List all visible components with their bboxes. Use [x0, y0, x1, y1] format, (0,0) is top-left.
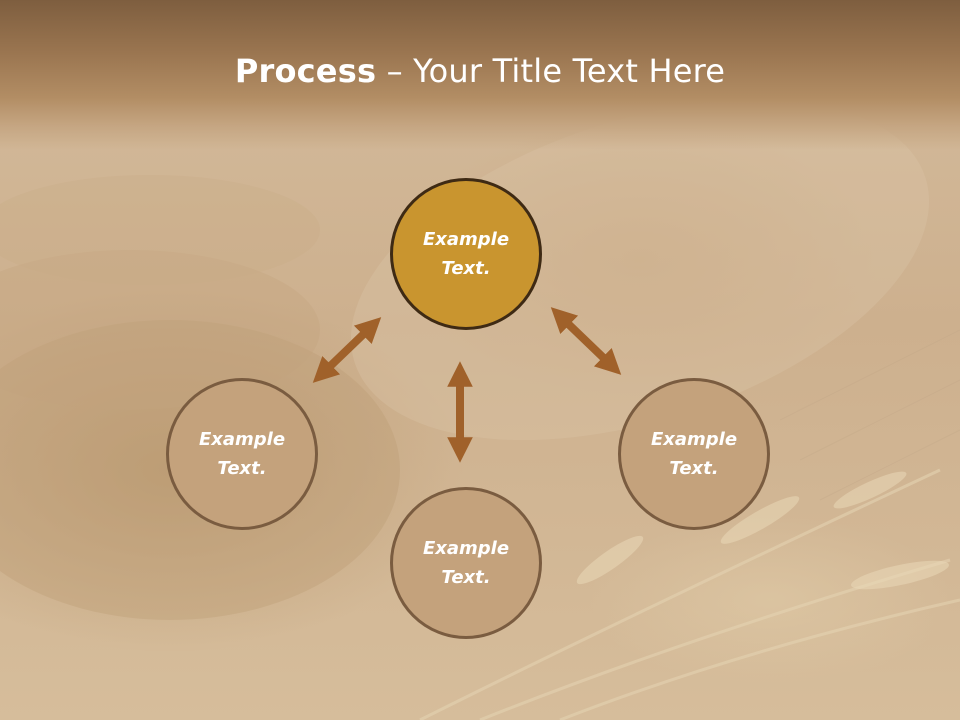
slide-title: Process – Your Title Text Here [0, 52, 960, 90]
cycle-node-bottom[interactable]: Example Text. [390, 487, 542, 639]
cycle-node-left[interactable]: Example Text. [166, 378, 318, 530]
table-boards [779, 329, 960, 501]
cycle-node-top-line2: Text. [441, 258, 491, 279]
cycle-node-top[interactable]: Example Text. [390, 178, 542, 330]
cycle-node-top-line1: Example [422, 229, 510, 250]
title-rest-part: – Your Title Text Here [376, 52, 726, 90]
cycle-node-right-line1: Example [650, 429, 738, 450]
cycle-node-left-line2: Text. [217, 458, 267, 479]
cycle-node-left-line1: Example [198, 429, 286, 450]
bread-slice-shape [0, 175, 320, 285]
cycle-node-left-text: Example Text. [182, 425, 302, 483]
cycle-node-bottom-line1: Example [422, 538, 510, 559]
cycle-node-top-text: Example Text. [406, 225, 526, 283]
cycle-node-bottom-line2: Text. [441, 567, 491, 588]
cycle-node-bottom-text: Example Text. [406, 534, 526, 592]
bread-slice-shape [0, 250, 320, 410]
title-bold-part: Process [234, 52, 377, 90]
cycle-node-right-line2: Text. [669, 458, 719, 479]
cycle-node-right[interactable]: Example Text. [618, 378, 770, 530]
wheat-ears [576, 471, 949, 590]
title-band [0, 0, 960, 150]
cycle-node-right-text: Example Text. [634, 425, 754, 483]
